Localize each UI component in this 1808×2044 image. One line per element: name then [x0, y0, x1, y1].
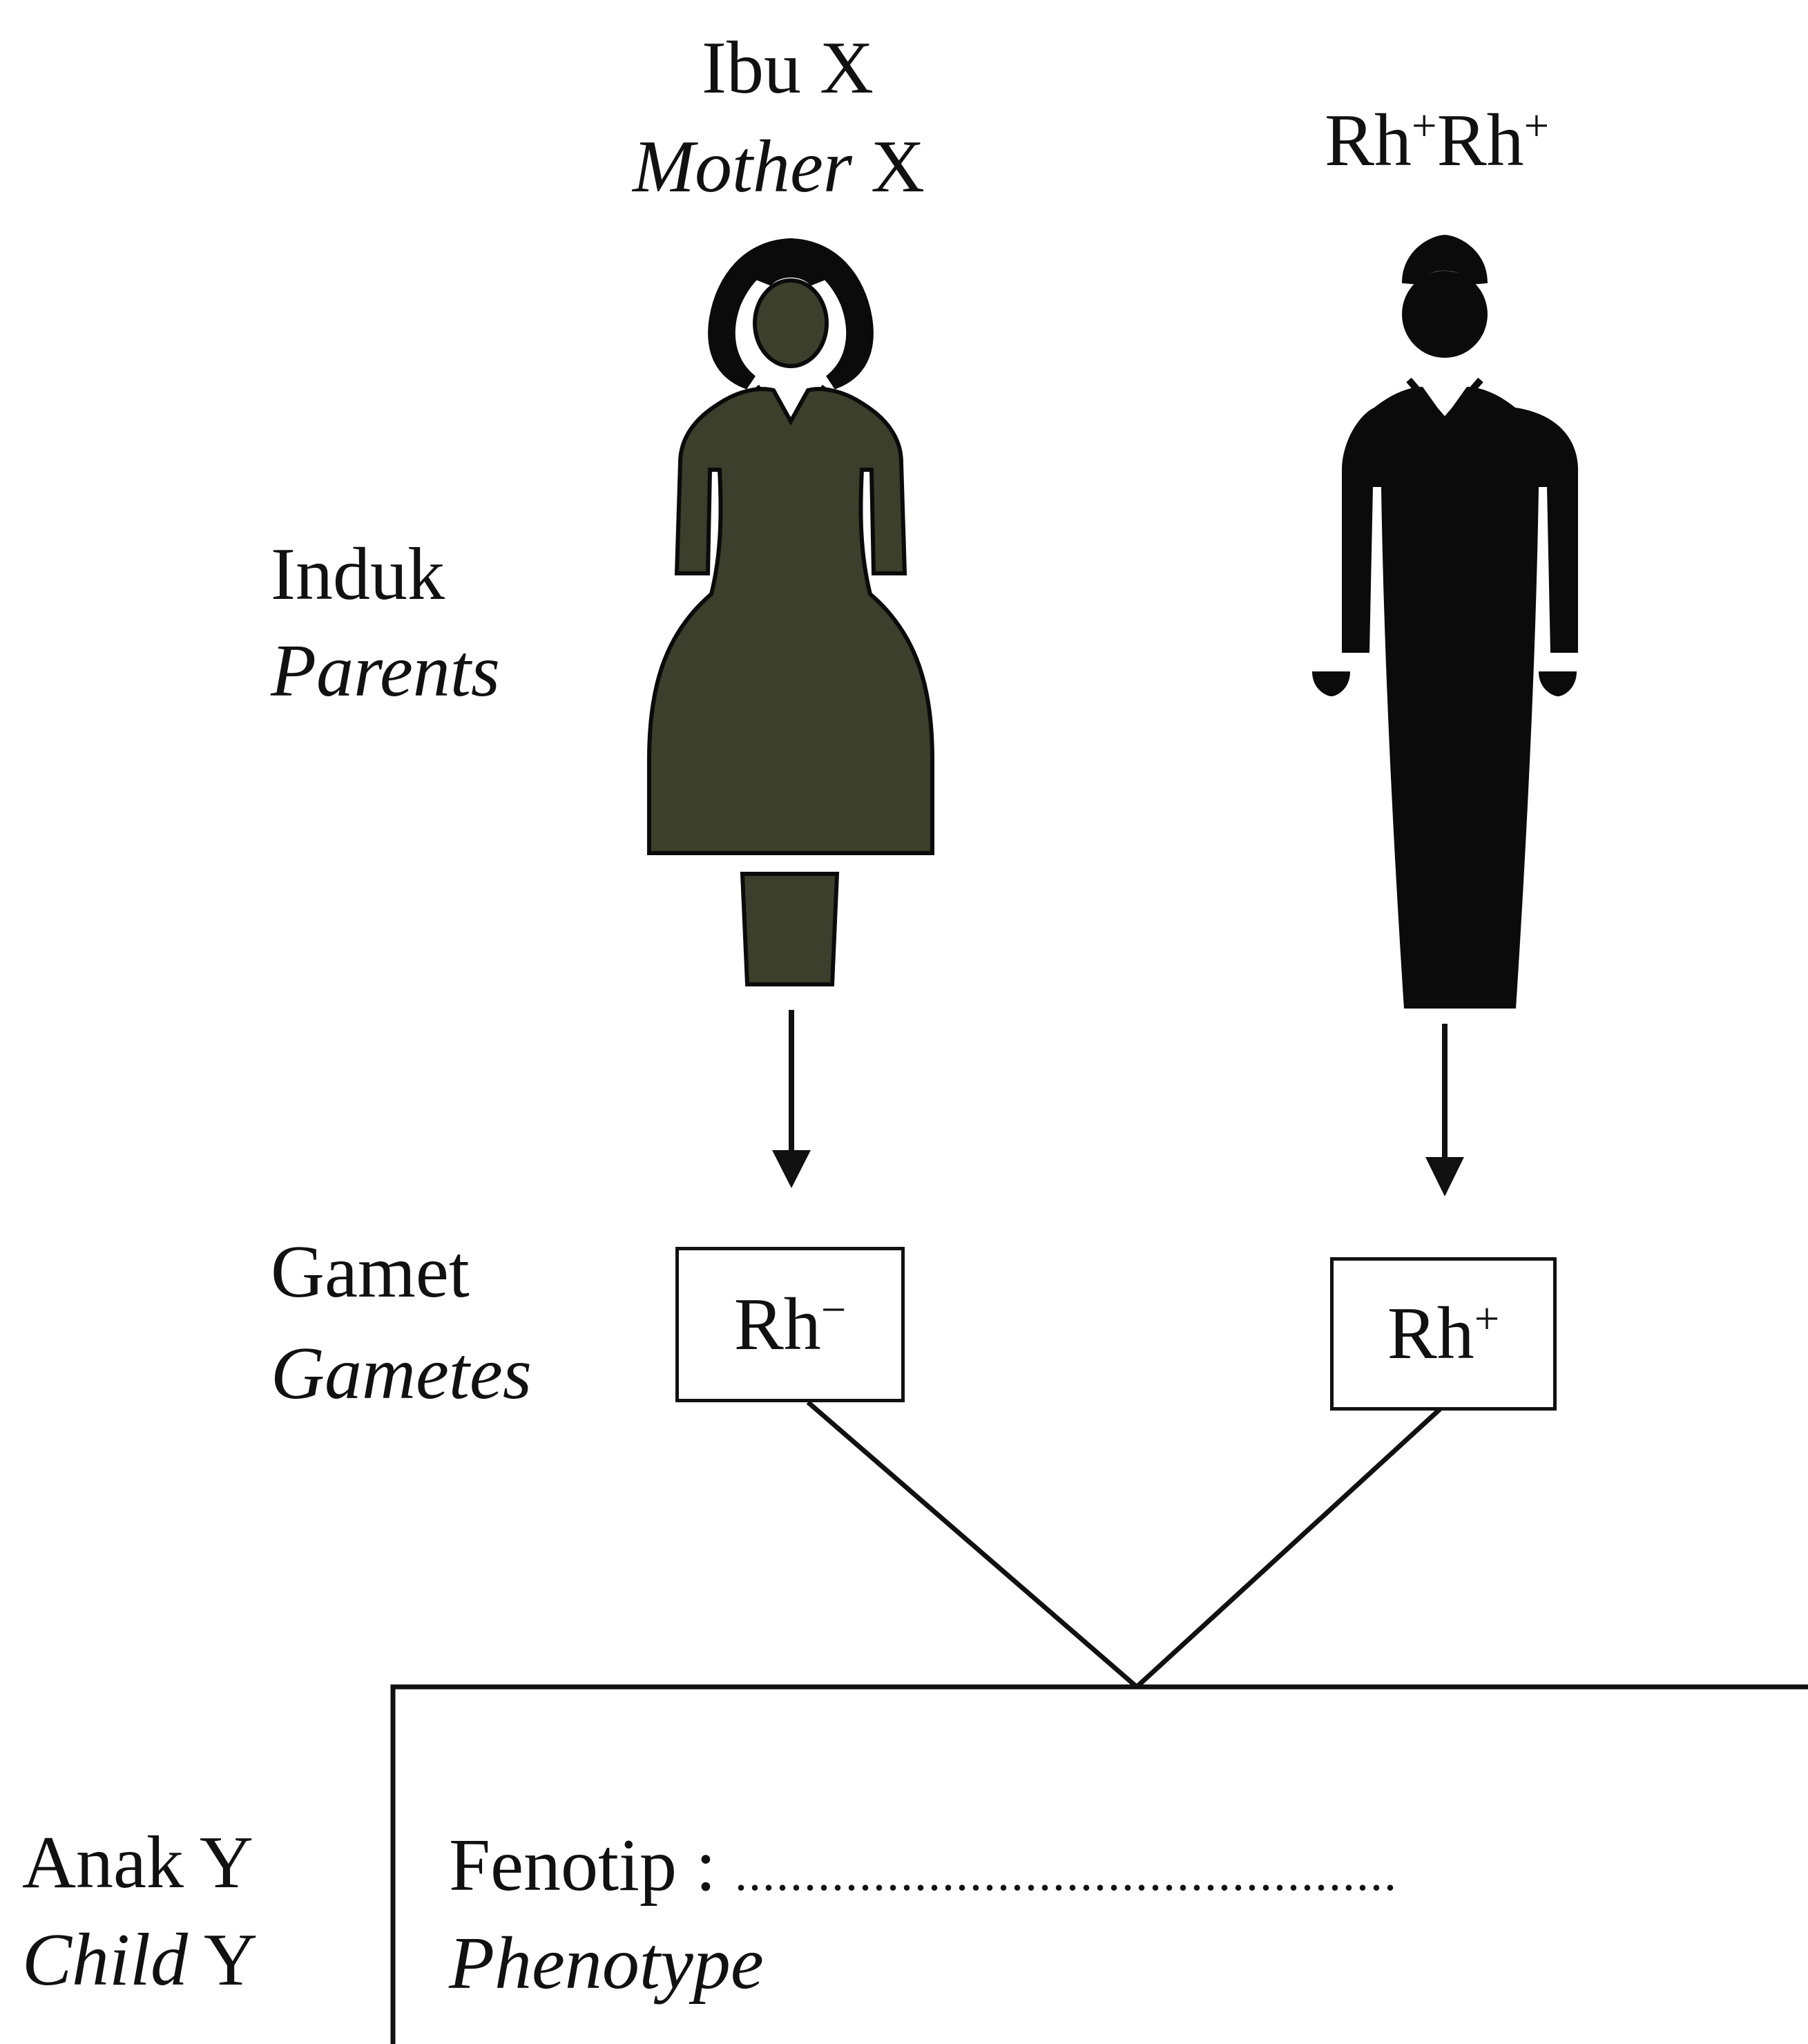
mother-label-english-letter: X	[870, 126, 925, 208]
mother-arrow	[772, 1010, 811, 1188]
woman-figure-icon	[647, 238, 934, 986]
father-gamete-text: Rh+	[1387, 1292, 1500, 1375]
result-box-outline	[390, 1684, 1808, 2044]
gametes-label-malay: Gamet	[271, 1231, 470, 1313]
father-arrow	[1425, 1024, 1464, 1196]
mother-gamete-sup: −	[820, 1284, 847, 1335]
father-gamete-box: Rh+	[1330, 1257, 1557, 1411]
father-gamete-line	[1135, 1407, 1442, 1689]
mother-gamete-line	[806, 1400, 1139, 1689]
father-gamete-sup: +	[1474, 1294, 1500, 1344]
father-genotype-sup-1: +	[1412, 101, 1437, 151]
father-genotype-base-2: Rh	[1436, 99, 1524, 182]
mother-label-english-word: Mother	[633, 126, 852, 208]
mother-gamete-text: Rh−	[733, 1283, 847, 1366]
phenotype-line: Fenotip : ..............................…	[449, 1828, 1398, 1903]
child-label-malay: Anak Y	[22, 1822, 253, 1904]
parents-label-malay: Induk	[271, 533, 445, 615]
child-label-english-letter: Y	[204, 1919, 258, 2001]
phenotype-label-english: Phenotype	[449, 1922, 764, 2005]
mother-label-english: Mother X	[633, 130, 925, 204]
mother-gamete-box: Rh−	[675, 1247, 905, 1402]
father-genotype-base-1: Rh	[1325, 99, 1412, 182]
man-figure-icon	[1312, 235, 1578, 1009]
mother-label-malay: Ibu X	[702, 27, 874, 109]
child-label-english-word: Child	[22, 1919, 189, 2001]
gametes-label-english: Gametes	[271, 1333, 532, 1415]
child-label-english: Child Y	[22, 1923, 258, 1998]
father-genotype-label: Rh+Rh+	[1325, 104, 1549, 178]
phenotype-label-malay: Fenotip :	[449, 1824, 717, 1907]
father-genotype-sup-2: +	[1523, 101, 1550, 151]
parents-label-english: Parents	[271, 630, 500, 712]
phenotype-answer-blank[interactable]: ........................................…	[735, 1846, 1398, 1901]
